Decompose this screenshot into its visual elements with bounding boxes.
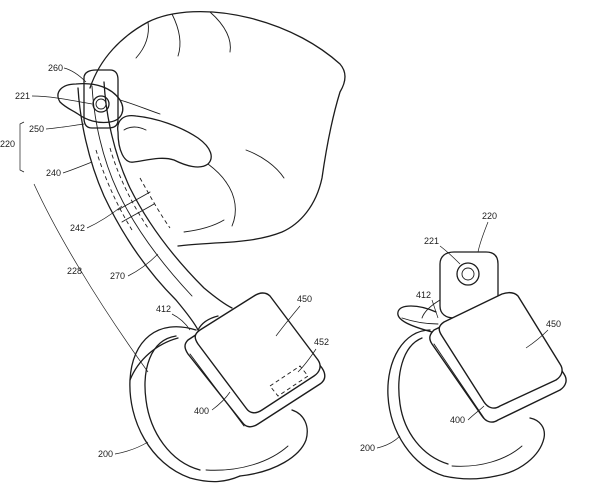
pin-hole-icon — [92, 95, 110, 113]
label-220-right: 220 — [482, 211, 497, 221]
label-400: 400 — [194, 406, 209, 416]
watch-left — [184, 292, 326, 428]
right-labels: 220 221 412 450 400 200 — [360, 211, 561, 453]
label-240: 240 — [46, 168, 61, 178]
left-labels: 260 221 250 220 240 242 228 270 412 450 … — [0, 63, 329, 459]
band-loop-right — [387, 305, 546, 480]
label-260: 260 — [48, 63, 63, 73]
watch-right — [429, 291, 567, 423]
label-200-right: 200 — [360, 443, 375, 453]
sensor-outline — [269, 365, 309, 397]
label-221-right: 221 — [424, 236, 439, 246]
label-220: 220 — [0, 139, 15, 149]
left-figure: 260 221 250 220 240 242 228 270 412 450 … — [0, 10, 346, 483]
label-400-right: 400 — [450, 415, 465, 425]
bracket-220 — [19, 121, 25, 173]
pin-hole-icon-right — [456, 262, 480, 286]
right-figure: 220 221 412 450 400 200 — [360, 211, 567, 480]
hand-outline — [57, 10, 346, 247]
label-200: 200 — [98, 449, 113, 459]
label-452: 452 — [314, 337, 329, 347]
band-tab — [83, 69, 119, 129]
label-250: 250 — [29, 124, 44, 134]
label-450: 450 — [297, 294, 312, 304]
label-412-right: 412 — [416, 290, 431, 300]
label-242: 242 — [70, 223, 85, 233]
label-412: 412 — [156, 304, 171, 314]
label-270: 270 — [110, 271, 125, 281]
label-228: 228 — [67, 266, 82, 276]
band-loop — [129, 315, 308, 483]
label-450-right: 450 — [546, 319, 561, 329]
band-strap — [77, 81, 233, 331]
bracket-228 — [33, 183, 149, 373]
label-221: 221 — [15, 91, 30, 101]
